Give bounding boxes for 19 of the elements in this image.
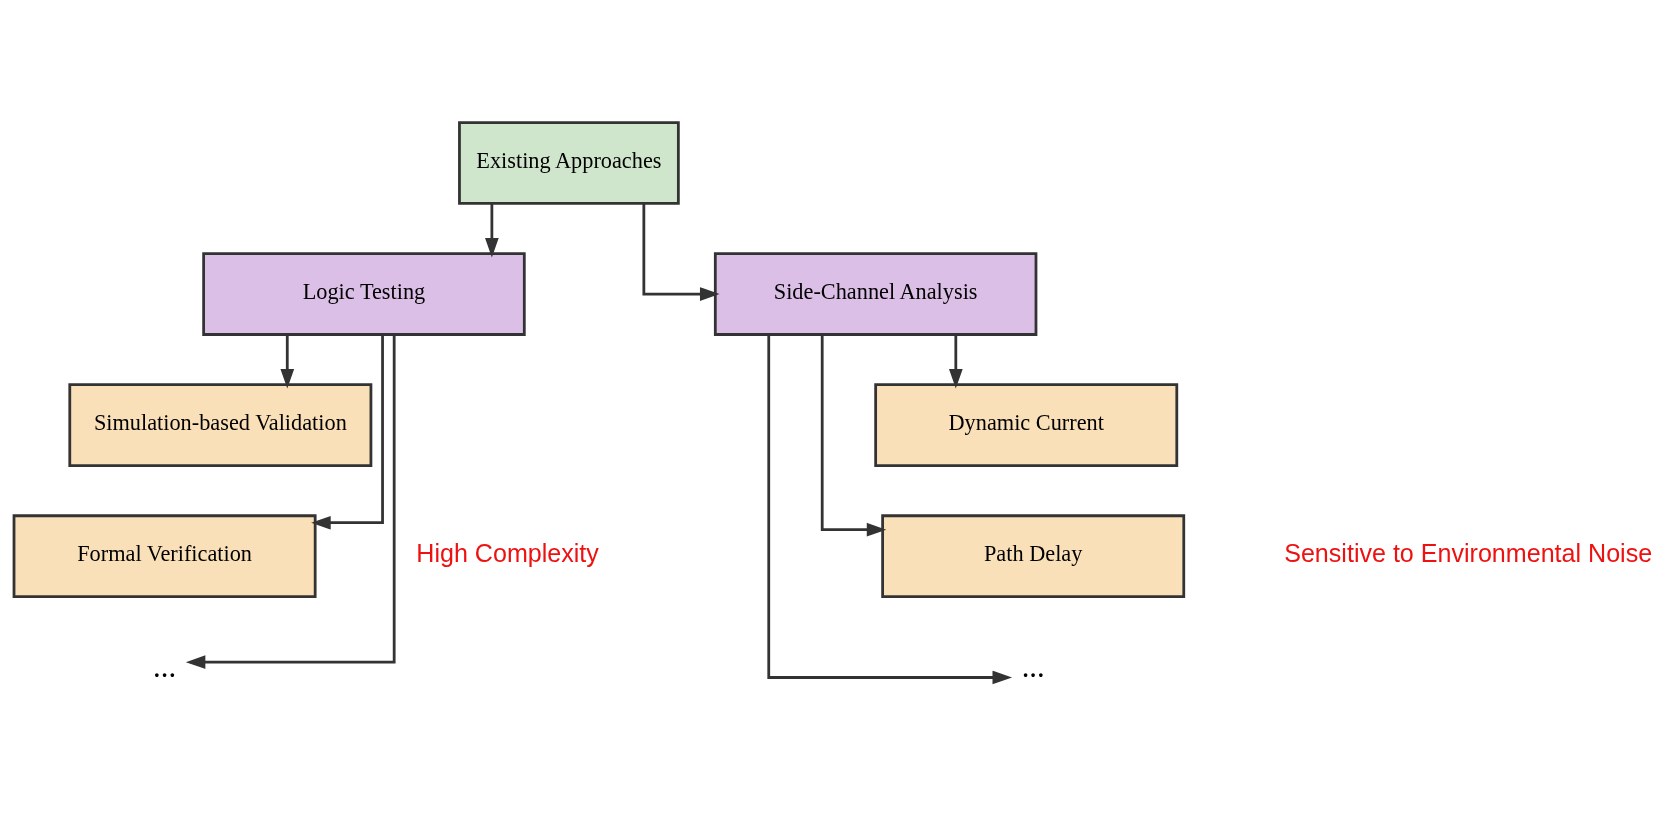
- node-box: Simulation-based Validation: [68, 382, 373, 467]
- node-text: ...: [1021, 649, 1045, 684]
- arrow: [185, 334, 396, 669]
- node-box: Formal Verification: [12, 513, 317, 598]
- arrow: [642, 203, 720, 301]
- arrow: [820, 334, 887, 537]
- arrow: [948, 334, 963, 389]
- arrow: [485, 203, 499, 258]
- arrow: [767, 334, 1013, 684]
- node-text: ...: [153, 649, 177, 684]
- arrow: [280, 334, 295, 389]
- node-box: Side-Channel Analysis: [713, 251, 1038, 336]
- node-box: Logic Testing: [202, 251, 526, 336]
- node-box: Path Delay: [881, 513, 1186, 598]
- label: Sensitive to Environmental Noise: [1284, 538, 1653, 567]
- arrow: [311, 334, 384, 530]
- node-box: Dynamic Current: [874, 382, 1179, 467]
- node-box: Existing Approaches: [458, 120, 680, 205]
- label: High Complexity: [416, 538, 599, 567]
